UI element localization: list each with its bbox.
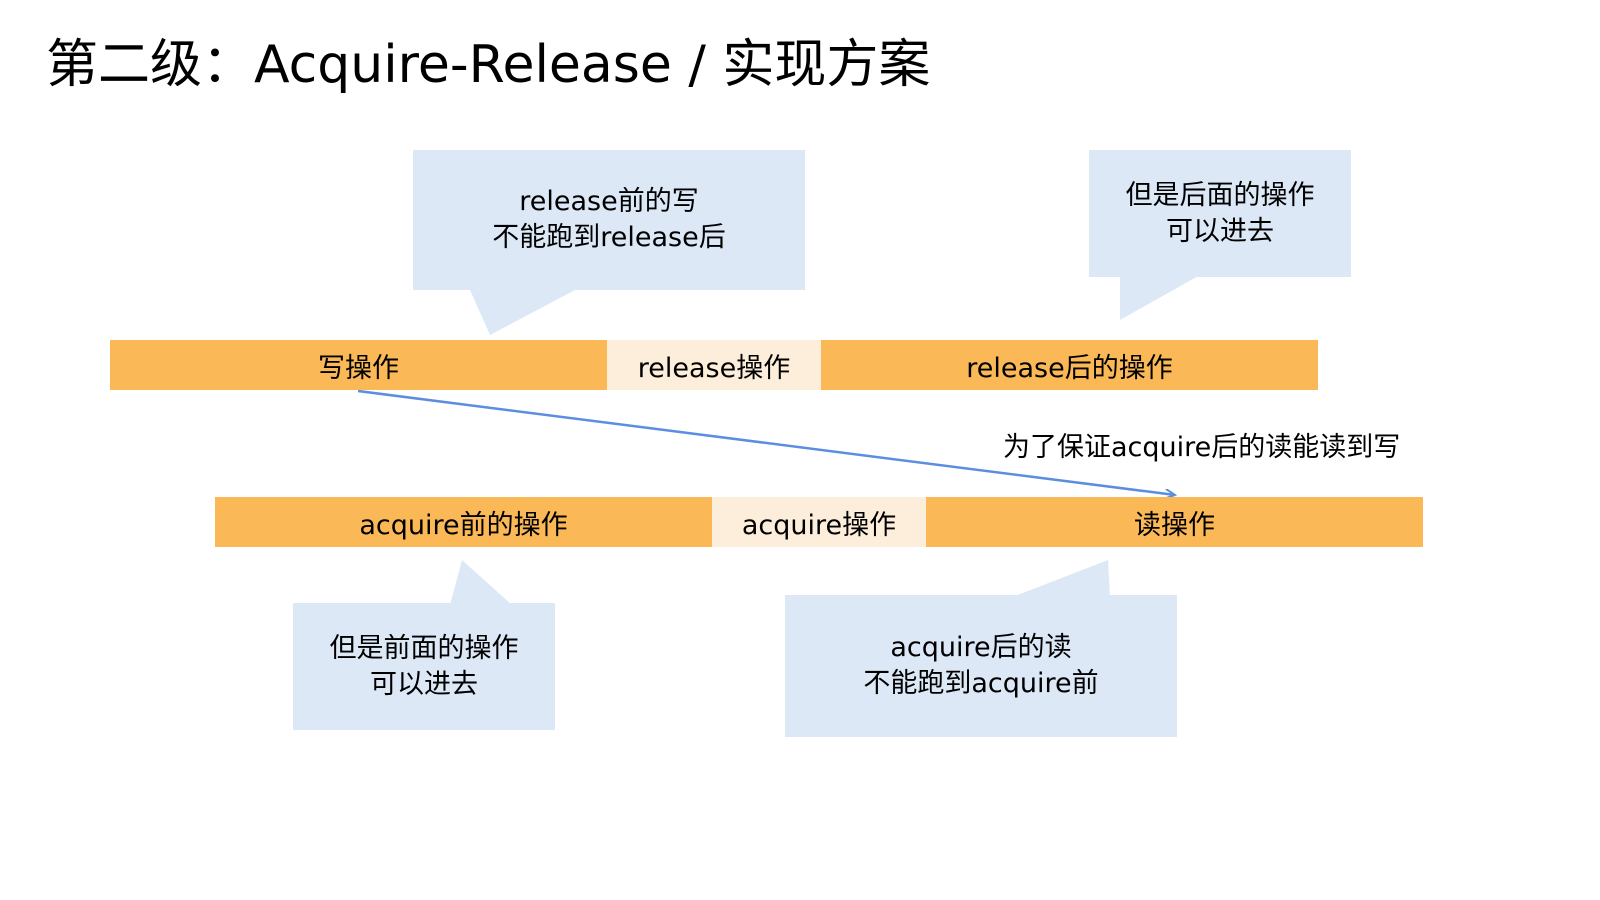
callout-line-2: 可以进去 bbox=[370, 668, 478, 700]
callout-tail-release-write bbox=[470, 290, 575, 335]
callout-line-2: 不能跑到acquire前 bbox=[863, 668, 1099, 699]
callout-acquire-read: acquire后的读 不能跑到acquire前 bbox=[785, 595, 1177, 737]
before-acquire-segment: acquire前的操作 bbox=[215, 497, 712, 547]
callout-acquire-earlier: 但是前面的操作 可以进去 bbox=[293, 603, 555, 730]
callout-line-2: 可以进去 bbox=[1166, 215, 1274, 247]
callout-line-1: acquire后的读 bbox=[890, 632, 1072, 663]
callout-line-1: release前的写 bbox=[519, 186, 699, 217]
page-title: 第二级：Acquire-Release / 实现方案 bbox=[46, 35, 931, 95]
write-to-read-arrow bbox=[357, 389, 1175, 495]
after-release-segment: release后的操作 bbox=[821, 340, 1318, 390]
callout-release-later: 但是后面的操作 可以进去 bbox=[1089, 150, 1351, 277]
callout-tail-acquire-earlier bbox=[450, 560, 512, 605]
callout-tail-acquire-read bbox=[1010, 560, 1110, 598]
callout-line-1: 但是前面的操作 bbox=[329, 632, 519, 664]
arrow-annotation: 为了保证acquire后的读能读到写 bbox=[1003, 432, 1401, 463]
callout-line-2: 不能跑到release后 bbox=[492, 222, 726, 253]
read-operation-segment: 读操作 bbox=[926, 497, 1423, 547]
callout-release-write: release前的写 不能跑到release后 bbox=[413, 150, 805, 290]
write-operation-segment: 写操作 bbox=[110, 340, 607, 390]
release-operation-segment: release操作 bbox=[607, 340, 821, 390]
callout-tail-release-later bbox=[1120, 275, 1200, 320]
callout-line-1: 但是后面的操作 bbox=[1125, 179, 1315, 211]
acquire-operation-segment: acquire操作 bbox=[712, 497, 926, 547]
